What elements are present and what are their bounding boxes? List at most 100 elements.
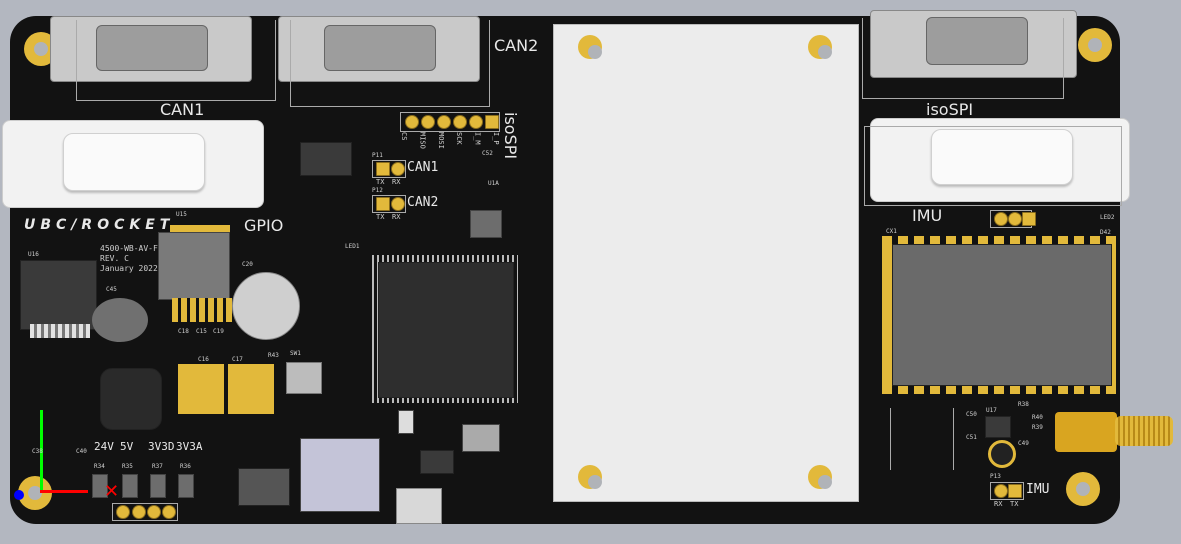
d8-diode <box>420 450 454 474</box>
p13-imu-header <box>990 482 1024 500</box>
u8-sensor <box>890 408 954 470</box>
designator-u16: U16 <box>28 251 39 258</box>
p11-rx-label: RX <box>392 178 401 186</box>
can2-connector-label: CAN2 <box>494 36 539 55</box>
y-axis-gizmo <box>40 410 43 492</box>
imu-header-label: IMU <box>1026 482 1050 497</box>
p12-tx-label: TX <box>376 213 385 221</box>
designator-led1: LED1 <box>345 243 360 250</box>
designator-cx1: CX1 <box>886 228 897 235</box>
designator-c51: C51 <box>966 434 977 441</box>
sd-card-slot <box>300 438 380 512</box>
p4-connector <box>238 468 290 506</box>
designator-c52: C52 <box>482 150 493 157</box>
d4-led <box>92 474 108 498</box>
u17-ic <box>985 416 1011 438</box>
isospi-pin-labels: CS MISO MOSI SCK I_M I_P <box>400 132 500 149</box>
can2-db9-connector <box>278 16 480 82</box>
u15-regulator <box>158 232 230 300</box>
designator-u17: U17 <box>986 407 997 414</box>
designator-c20: C20 <box>242 261 253 268</box>
can1-label: CAN1 <box>160 100 205 119</box>
part-number: 4500-WB-AV-F <box>100 244 158 253</box>
imu-label: IMU <box>912 206 943 225</box>
designator-r39: R39 <box>1032 424 1043 431</box>
designator-sw1: SW1 <box>290 350 301 357</box>
usb-connector <box>396 488 442 524</box>
mounting-hole <box>1078 28 1112 62</box>
designator-c19: C19 <box>213 328 224 335</box>
mounting-hole <box>1066 472 1100 506</box>
designator-r40: R40 <box>1032 414 1043 421</box>
designator-c38: C38 <box>32 448 43 455</box>
cx1-gps-module <box>892 244 1112 386</box>
designator-r35: R35 <box>122 463 133 470</box>
p12-rx-label: RX <box>392 213 401 221</box>
c16-capacitor <box>178 364 224 414</box>
z-axis-gizmo <box>14 490 24 500</box>
sw1-button <box>286 362 322 394</box>
ubc-rocket-logo: UBC/ROCKET <box>24 217 175 233</box>
designator-r38: R38 <box>1018 401 1029 408</box>
imu-db15-connector <box>870 118 1130 202</box>
designator-r36: R36 <box>180 463 191 470</box>
u16-regulator <box>20 260 97 330</box>
isospi-label: isoSPI <box>926 100 974 119</box>
designator-d42: D42 <box>1100 229 1111 236</box>
designator-r37: R37 <box>152 463 163 470</box>
p11-tx-label: TX <box>376 178 385 186</box>
gpio-db15-connector <box>2 120 264 208</box>
designator-c40: C40 <box>76 448 87 455</box>
designator-c50: C50 <box>966 411 977 418</box>
designator-r43: R43 <box>268 352 279 359</box>
designator-c15: C15 <box>196 328 207 335</box>
designator-p12: P12 <box>372 187 383 194</box>
revision: REV. C <box>100 254 129 263</box>
can1-header-label: CAN1 <box>407 160 439 175</box>
p13-rx-label: RX <box>994 500 1003 508</box>
c17-capacitor <box>228 364 274 414</box>
date: January 2022 <box>100 264 158 273</box>
u6-transceiver <box>300 142 352 176</box>
mounting-hole <box>18 476 52 510</box>
x-axis-gizmo <box>40 490 88 493</box>
designator-led2: LED2 <box>1100 214 1115 221</box>
isospi-db9-connector <box>870 10 1077 78</box>
d5-led <box>122 474 138 498</box>
c45-capacitor <box>92 298 148 342</box>
c20-capacitor <box>232 272 300 340</box>
isospi-vertical-label: isoSPI <box>501 112 520 160</box>
can2-header-label: CAN2 <box>407 195 439 210</box>
l1-inductor <box>100 368 162 430</box>
designator-c17: C17 <box>232 356 243 363</box>
designator-c49: C49 <box>1018 440 1029 447</box>
designator-c45: C45 <box>106 286 117 293</box>
l2-inductor <box>988 440 1016 468</box>
led-3v3d-label: 3V3D <box>148 440 175 453</box>
designator-u1a: U1A <box>488 180 499 187</box>
u5-ic <box>470 210 502 238</box>
designator-r34: R34 <box>94 463 105 470</box>
oscillator <box>462 424 500 452</box>
mcu-chip <box>378 262 514 398</box>
led-5v-label: 5V <box>120 440 134 453</box>
p2-header <box>112 503 178 521</box>
led-3v3a-label: 3V3A <box>176 440 203 453</box>
can1-db9-connector <box>50 16 252 82</box>
led-24v-label: 24V <box>94 440 114 453</box>
gpio-label: GPIO <box>244 216 284 235</box>
designator-c16: C16 <box>198 356 209 363</box>
rf-module-shield <box>553 24 859 502</box>
d7-led <box>150 474 166 498</box>
p13-tx-label: TX <box>1010 500 1019 508</box>
crystal <box>398 410 414 434</box>
j1-sma-connector <box>1055 412 1117 452</box>
origin-x-marker: ✕ <box>104 481 120 502</box>
d6-led <box>178 474 194 498</box>
designator-p13: P13 <box>990 473 1001 480</box>
p1-isospi-header <box>400 112 500 132</box>
designator-u15: U15 <box>176 211 187 218</box>
designator-c18: C18 <box>178 328 189 335</box>
p12-can2-header <box>372 195 406 213</box>
p11-can1-header <box>372 160 406 178</box>
